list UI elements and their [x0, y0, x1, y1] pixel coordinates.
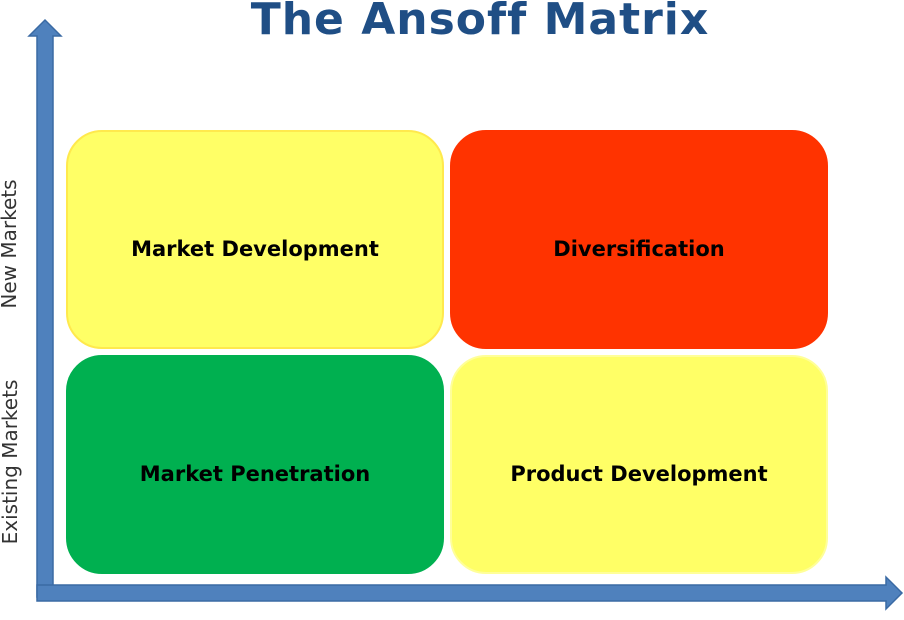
y-axis-arrow [27, 18, 63, 598]
quadrant-market-development: Market Development [66, 130, 444, 349]
x-axis-arrow [36, 575, 904, 611]
quadrant-label: Product Development [510, 461, 768, 486]
quadrant-diversification: Diversification [450, 130, 828, 349]
diagram-title: The Ansoff Matrix [250, 0, 710, 45]
quadrant-label: Market Penetration [139, 461, 371, 486]
quadrant-label: Diversification [553, 236, 725, 261]
quadrant-market-penetration: Market Penetration [66, 355, 444, 574]
quadrant-label: Market Development [131, 236, 379, 261]
quadrant-product-development: Product Development [450, 355, 828, 574]
